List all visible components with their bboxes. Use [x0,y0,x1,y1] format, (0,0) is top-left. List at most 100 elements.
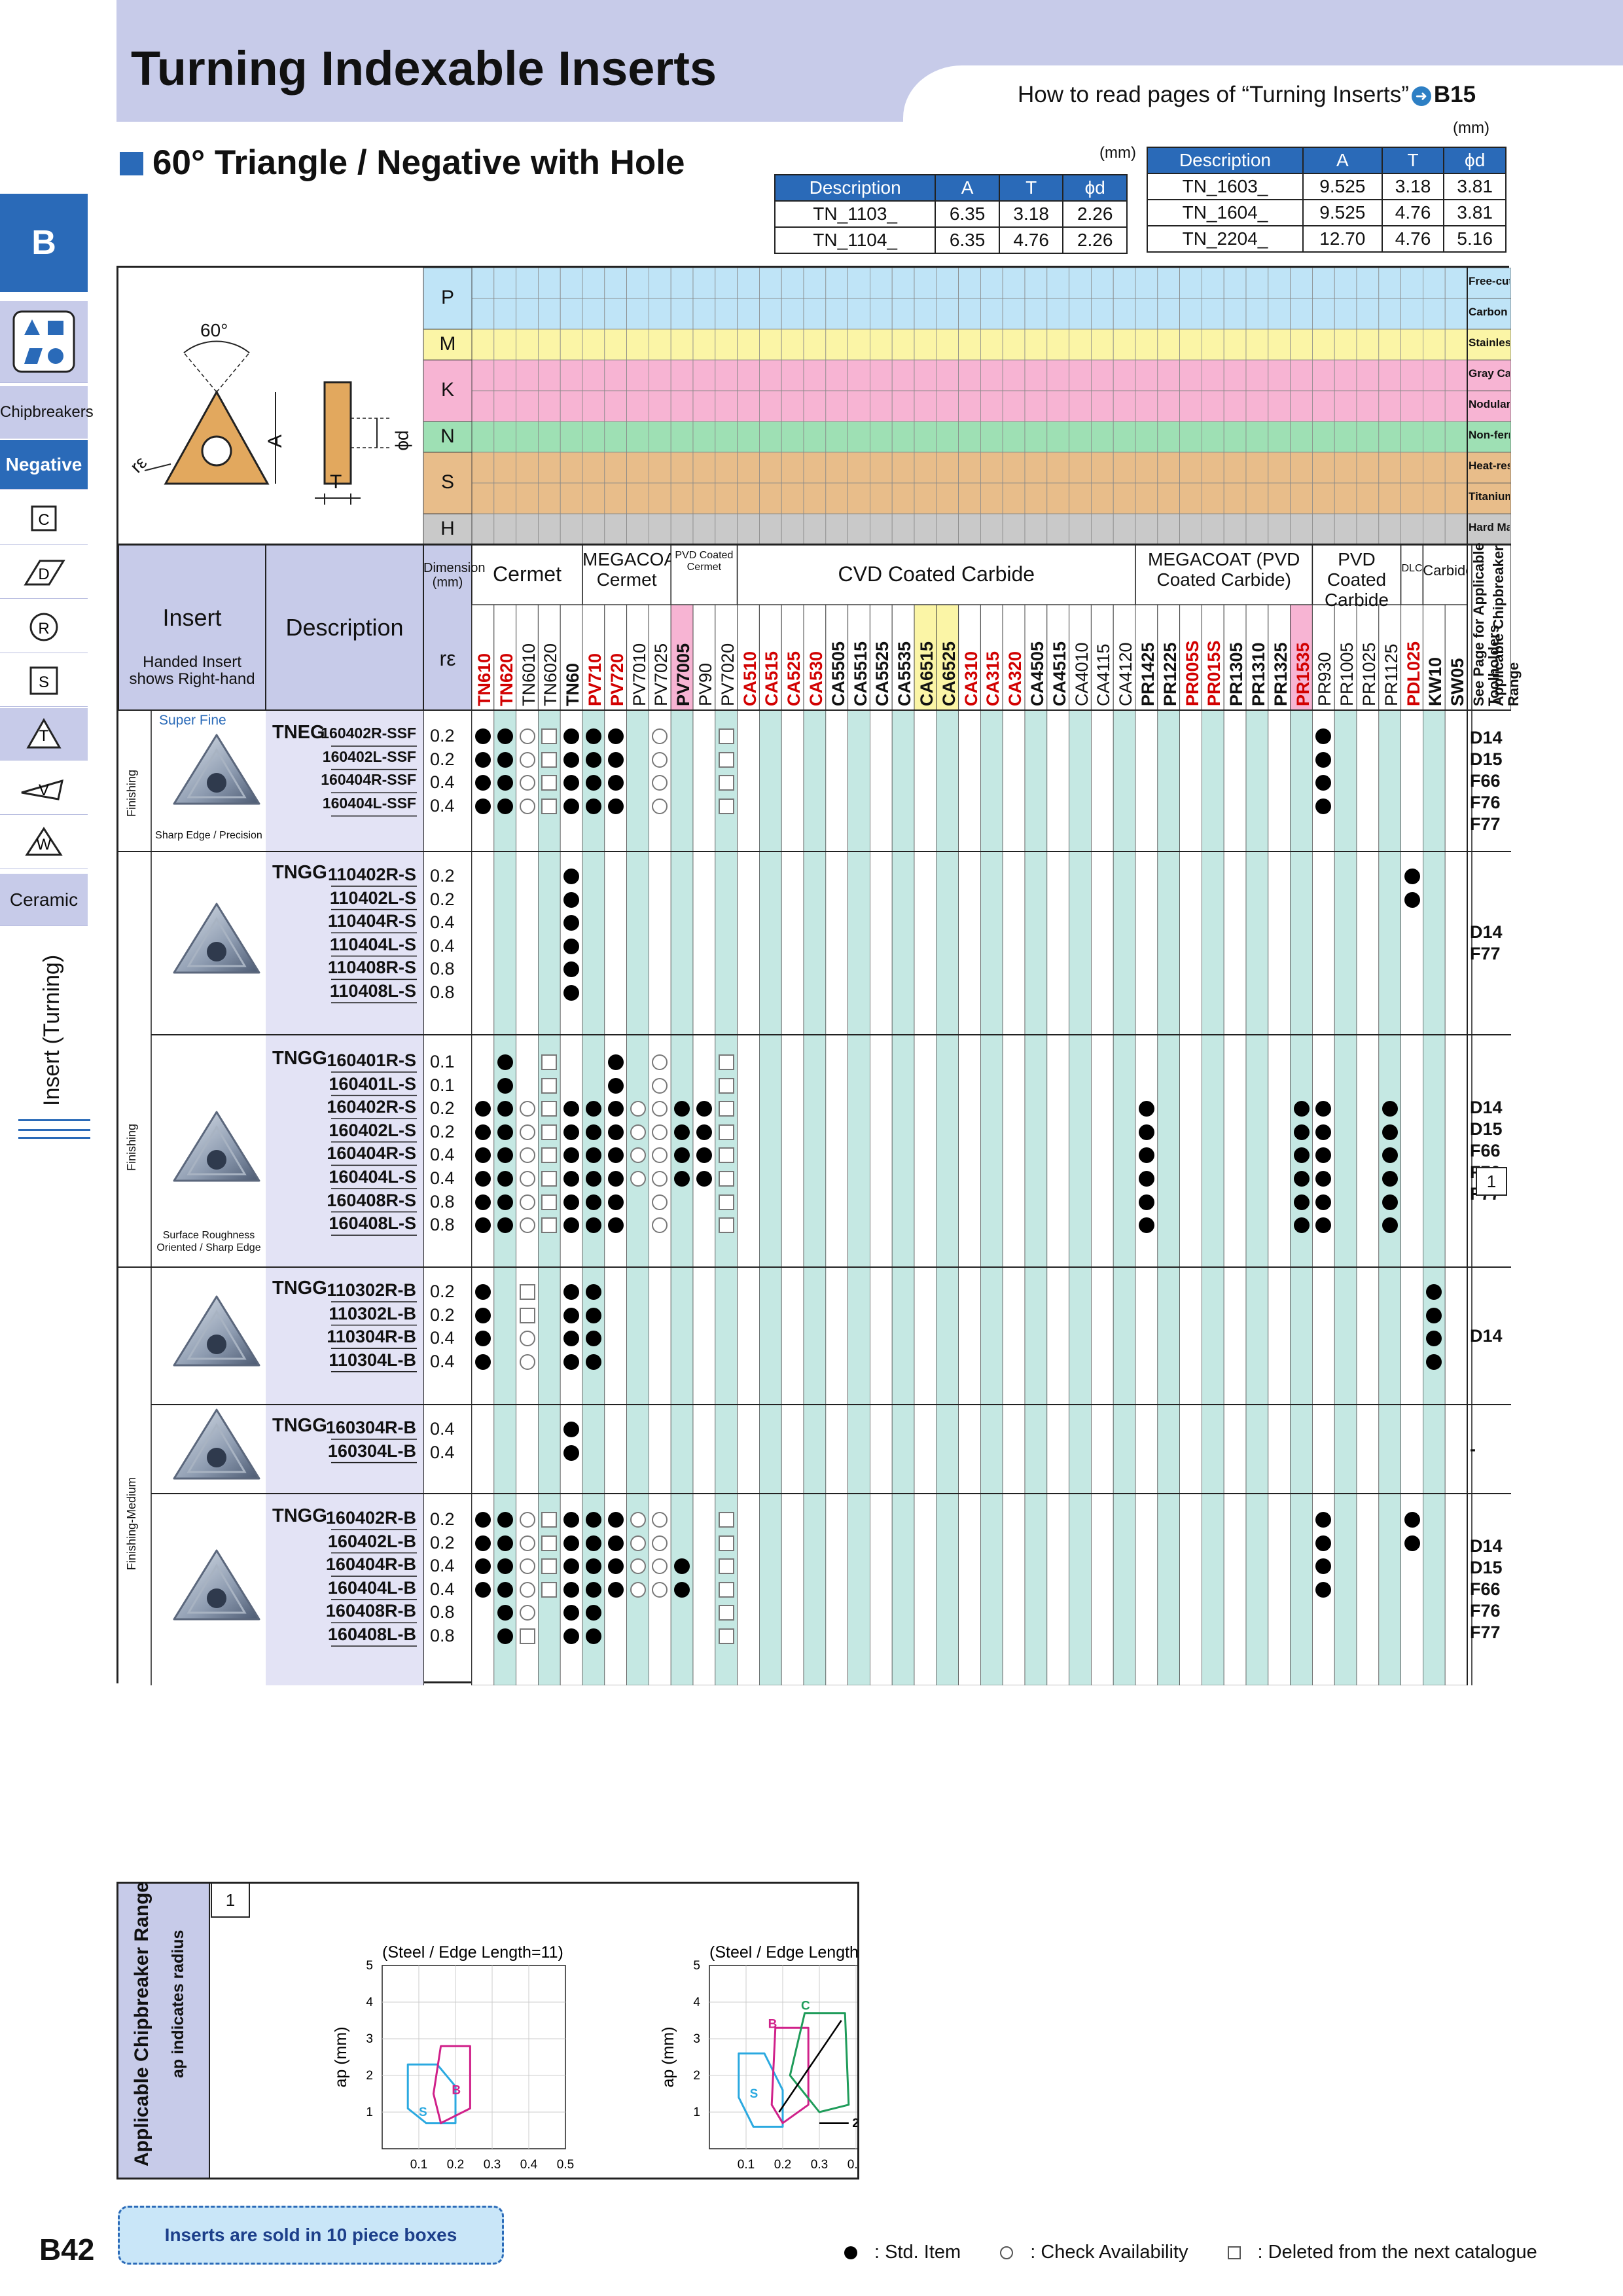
check-availability-mark [519,1535,535,1551]
page-ref[interactable]: D14 [1470,1098,1503,1117]
std-item-mark [607,728,624,744]
y-tick: 1 [366,2106,373,2119]
std-item-mark [607,1512,624,1528]
deleted-mark [718,1217,734,1234]
nose-radius: 0.8 [430,1626,455,1645]
page-ref[interactable]: D14 [1470,1536,1503,1556]
page-ref[interactable]: F66 [1470,1141,1501,1160]
page-title: Turning Indexable Inserts [131,41,717,96]
std-item-mark [563,869,580,884]
check-availability-mark [652,728,668,744]
check-availability-mark [630,1124,646,1140]
shape-tab-d[interactable]: D [0,547,88,599]
shape-tab-w[interactable]: W [0,817,88,869]
insert-description: 160408L-S [329,1213,416,1234]
shape-tab-r[interactable]: R [0,601,88,653]
page-ref[interactable]: F76 [1470,792,1501,812]
check-availability-mark [519,1581,535,1598]
deleted-mark [541,1171,558,1187]
deleted-mark [541,1054,558,1070]
std-item-mark [474,1558,491,1575]
page-ref[interactable]: D14 [1470,1325,1503,1346]
std-item-mark [585,1194,601,1210]
application-label: Finishing-Medium [125,1477,138,1570]
negative-tab[interactable]: Negative [0,440,88,490]
dim-right-cell: 4.76 [1381,199,1445,226]
std-item-mark [1404,1512,1420,1528]
page-ref[interactable]: F77 [1470,814,1501,834]
page-ref[interactable]: D14 [1470,727,1503,747]
nose-radius: 0.4 [430,1328,455,1348]
nose-radius: 0.4 [430,795,455,816]
material-label: Titanium Alloys [1469,491,1510,503]
page-ref[interactable]: D15 [1470,749,1503,769]
deleted-mark [718,775,734,791]
nose-radius: 0.2 [430,1509,455,1529]
deleted-mark [541,1558,558,1575]
shape-tab-c[interactable]: C [0,492,88,545]
std-item-mark [563,751,580,768]
page-ref[interactable]: D15 [1470,1558,1503,1577]
insert-description: 160304R-B [325,1418,416,1437]
nose-radius: 0.2 [430,866,455,886]
nose-radius: 0.2 [430,1532,455,1552]
page-ref[interactable]: F66 [1470,1579,1501,1599]
nose-radius: 0.8 [430,982,455,1002]
series-label: TNGG [272,1415,327,1436]
page-ref[interactable]: D15 [1470,1119,1503,1139]
grade-ca320: CA320 [1005,651,1026,706]
x-tick: 0.5 [557,2158,574,2172]
std-item-mark [607,1194,624,1210]
grade-pv7005: PV7005 [673,643,694,706]
chipbreaker-nav-icon-box[interactable] [0,301,88,383]
deleted-mark [718,1101,734,1117]
page-ref[interactable]: F77 [1470,1623,1501,1642]
insert-photo [173,1295,260,1367]
shape-tab-v[interactable]: V [0,762,88,815]
section-title-text: 60° Triangle / Negative with Hole [152,143,685,182]
std-item-mark [585,1331,601,1347]
std-item-mark [474,1354,491,1370]
page-ref[interactable]: - [1470,1439,1476,1459]
shape-letter: V [39,781,49,799]
howto-text: How to read pages of “Turning Inserts” [1018,82,1409,107]
nose-radius: 0.4 [430,1556,455,1576]
ceramic-tab[interactable]: Ceramic [0,874,88,926]
grade-pv90: PV90 [696,662,715,706]
x-tick: 0.1 [738,2158,755,2172]
std-item-mark [563,985,580,1001]
legend-check-text: : Check Availability [1030,2242,1188,2263]
material-code-h: H [440,517,455,539]
dim-right-cell: 3.18 [1381,173,1445,200]
std-item-mark [563,891,580,908]
dim-right-cell: TN_1604_ [1147,199,1304,226]
tab-b[interactable]: B [0,194,88,292]
check-availability-mark [519,1512,535,1528]
shape-tab-t[interactable]: T [0,708,88,761]
page-ref[interactable]: F66 [1470,770,1501,791]
insert-description: 110402L-S [329,888,416,908]
chipbreaker-ref[interactable]: 1 [1476,1167,1507,1196]
chipbreakers-label[interactable]: Chipbreakers [0,386,94,439]
std-item-mark [607,1124,624,1140]
dim-right-cell: 9.525 [1302,199,1383,226]
std-item-mark [1382,1217,1398,1234]
y-tick: 2 [693,2069,700,2083]
insert-description: 160404R-SSF [321,771,416,789]
grade-tn6010: TN6010 [518,643,539,706]
dim-right-cell: 5.16 [1443,225,1507,253]
deleted-mark [541,1512,558,1528]
page-ref[interactable]: F76 [1470,1601,1501,1621]
check-availability-mark [630,1512,646,1528]
region-b [432,2045,471,2125]
arrow-icon: ➜ [1411,86,1431,106]
shape-tab-s[interactable]: S [0,655,88,707]
howto-link[interactable]: How to read pages of “Turning Inserts”➜B… [1018,82,1476,108]
page-ref[interactable]: D14 [1470,922,1503,942]
page-ref[interactable]: F77 [1470,944,1501,963]
insert-description: 160404R-S [327,1143,416,1164]
grade-kw10: KW10 [1425,656,1446,706]
std-item-mark [563,775,580,791]
